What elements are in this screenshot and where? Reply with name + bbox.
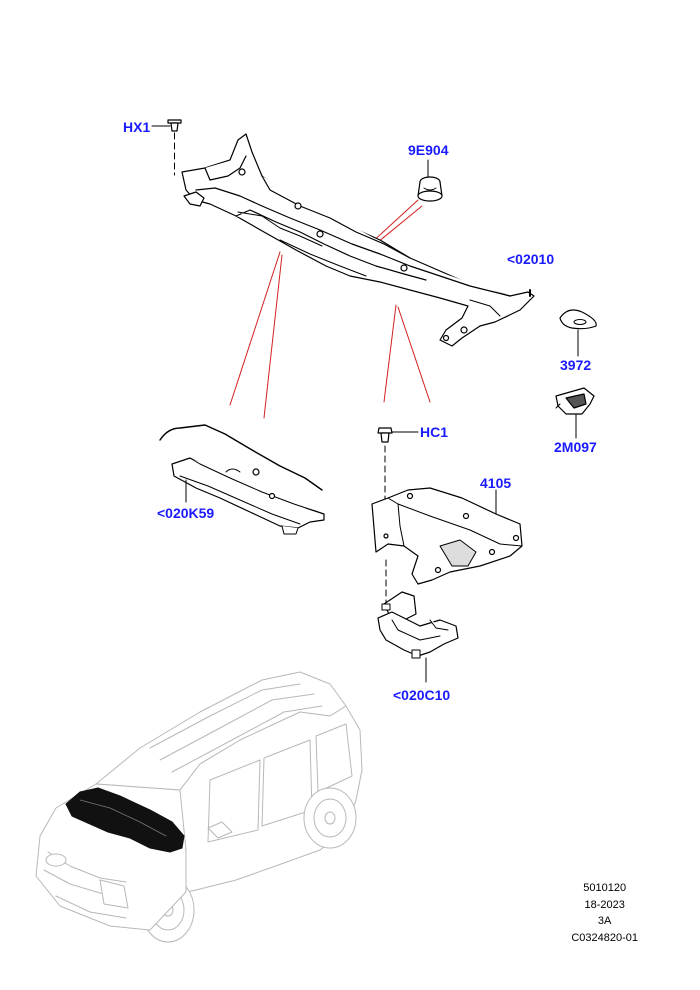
leader-lines	[229, 199, 431, 419]
grommet-9e904[interactable]	[417, 159, 443, 202]
callout-9e904[interactable]: 9E904	[408, 142, 449, 158]
callout-hx1[interactable]: HX1	[123, 119, 151, 135]
diagram-reference-block: 5010120 18-2023 3A C0324820-01	[571, 880, 638, 946]
clip-hc1[interactable]	[377, 427, 419, 611]
leader-hc1-a	[383, 304, 397, 403]
reference-line-3: 3A	[597, 915, 612, 927]
reference-line-1: 5010120	[583, 882, 627, 894]
reference-line-4: C0324820-01	[571, 931, 638, 944]
callout-3972[interactable]: 3972	[560, 357, 592, 373]
callout-020k59[interactable]: <020K59	[157, 505, 215, 521]
screw-hx1[interactable]	[151, 119, 182, 176]
callout-020c10[interactable]: <020C10	[393, 687, 451, 703]
cap-3972[interactable]	[559, 309, 597, 357]
cover-panel-4105[interactable]	[371, 487, 523, 585]
reference-line-2: 18-2023	[584, 898, 625, 911]
leader-9e904-a	[369, 199, 419, 245]
cowl-top-panel[interactable]	[181, 133, 535, 347]
cowl-highlight-on-vehicle	[65, 787, 185, 853]
callout-2m097[interactable]: 2M097	[554, 439, 597, 455]
bracket-2m097[interactable]	[555, 387, 595, 439]
vehicle-locator-view	[35, 671, 363, 943]
leader-hc1-b	[397, 306, 431, 403]
leader-020k59-a	[229, 251, 281, 406]
leader-9e904-b	[377, 205, 423, 243]
callout-02010[interactable]: <02010	[507, 251, 555, 267]
leader-020k59-b	[263, 254, 283, 419]
callout-hc1[interactable]: HC1	[420, 424, 449, 440]
bracket-020c10[interactable]	[377, 591, 459, 683]
callout-4105[interactable]: 4105	[480, 475, 512, 491]
seal-020k59[interactable]	[159, 424, 325, 535]
